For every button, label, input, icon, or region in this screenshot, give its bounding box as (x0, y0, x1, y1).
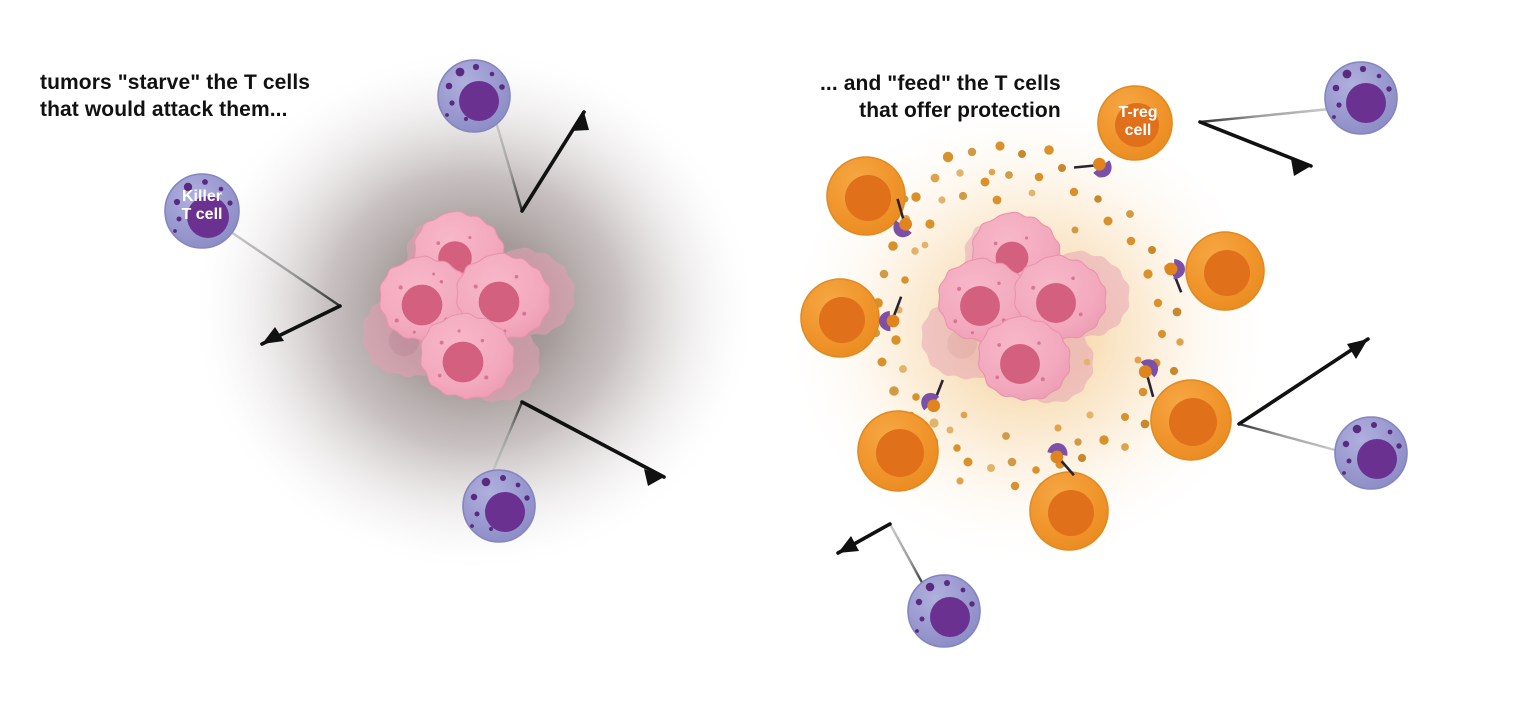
tumor-cluster-right (921, 211, 1130, 404)
treg-cell-left[interactable] (800, 278, 903, 358)
caption-right-line2: that offer protection (859, 99, 1061, 123)
killer-t-cell-right[interactable] (1334, 416, 1408, 490)
nutrient-receptor (893, 198, 913, 238)
treg-cell-upper-left[interactable] (826, 156, 923, 241)
killer-t-cell-top[interactable] (437, 59, 511, 133)
caption-right-line1: ... and "feed" the T cells (820, 72, 1061, 95)
arrow-bottom-right-panel (836, 522, 927, 590)
arrow-bottom-left-panel (490, 400, 666, 486)
killer-t-cell-top-right[interactable] (1324, 61, 1398, 135)
caption-left-line2: that would attack them... (40, 98, 288, 122)
nutrient-receptor (1138, 359, 1159, 398)
nutrient-receptor (1164, 259, 1185, 293)
caption-left-line1: tumors "starve" the T cells (40, 71, 311, 94)
caption-left-panel: tumors "starve" the T cells that would a… (40, 69, 310, 124)
nutrient-receptor (921, 379, 945, 413)
treg-cell-labeled[interactable] (1073, 85, 1173, 189)
treg-cell-bottom[interactable] (1029, 441, 1109, 551)
treg-cell-right[interactable] (1164, 231, 1265, 311)
killer-t-cell-bottom-left[interactable] (907, 574, 981, 648)
treg-cell-lower-right[interactable] (1130, 355, 1232, 461)
left-panel-group (164, 45, 759, 575)
arrow-killer-t-cell (229, 230, 342, 346)
tumor-cluster-left (362, 210, 575, 403)
killer-t-cell-bottom[interactable] (462, 469, 536, 543)
treg-cell-lower-left[interactable] (857, 379, 956, 492)
right-panel-group (778, 61, 1408, 648)
arrow-right-panel (1237, 337, 1370, 452)
nutrient-receptor (1047, 443, 1075, 477)
arrow-top-right-panel (1198, 107, 1332, 176)
caption-right-panel: ... and "feed" the T cells that offer pr… (820, 70, 1061, 125)
nutrient-receptor (879, 296, 903, 332)
killer-t-cell-labeled[interactable] (164, 173, 240, 249)
arrow-top-left-panel (494, 110, 589, 213)
nutrient-receptor (1073, 157, 1112, 178)
